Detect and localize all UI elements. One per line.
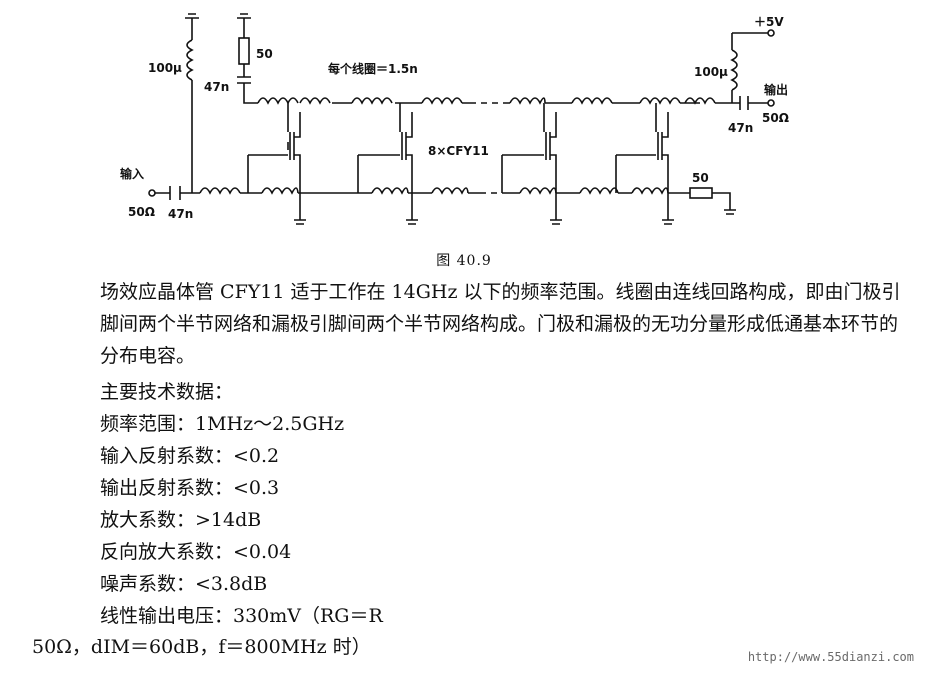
spec-list: 主要技术数据： 频率范围：1MHz～2.5GHz 输入反射系数：<0.2 输出反…: [100, 376, 383, 632]
label-output: 输出: [764, 82, 788, 97]
input-network: [148, 13, 251, 200]
spec-item: 反向放大系数：<0.04: [100, 541, 292, 563]
spec-item: 输出反射系数：<0.3: [100, 477, 280, 499]
label-cap-out: 47n: [728, 121, 753, 135]
label-transistor-note: 8×CFY11: [428, 144, 489, 158]
spec-item: 输入反射系数：<0.2: [100, 445, 280, 467]
figure-caption: 图 40.9: [436, 253, 492, 269]
distributed-amplifier-schematic: 100μ 50 47n 每个线圈＝1.5n 8×CFY11 输入 50Ω 47n…: [120, 13, 789, 225]
body-paragraph: 场效应晶体管 CFY11 适于工作在 14GHz 以下的频率范围。线圈由连线回路…: [100, 281, 901, 367]
watermark: http://www.55dianzi.com: [747, 650, 914, 664]
spec-continuation: 50Ω，dIM＝60dB，f＝800MHz 时）: [32, 636, 371, 658]
spec-item: 噪声系数：<3.8dB: [100, 573, 268, 595]
spec-item: 放大系数：>14dB: [100, 509, 262, 531]
label-res-gate: 50: [256, 47, 273, 61]
spec-heading: 主要技术数据：: [100, 381, 234, 403]
spec-item: 频率范围：1MHz～2.5GHz: [100, 413, 345, 435]
label-coil-note: 每个线圈＝1.5n: [328, 61, 418, 76]
gate-line: [155, 187, 736, 215]
drain-line: [248, 97, 740, 105]
label-input: 输入: [120, 166, 144, 181]
label-cap-gate: 47n: [204, 80, 229, 94]
label-res-term: 50: [692, 171, 709, 185]
label-inductor-out: 100μ: [694, 65, 728, 79]
output-network: [730, 29, 775, 110]
spec-item: 线性输出电压：330mV（RG＝R: [100, 605, 383, 627]
label-input-impedance: 50Ω: [128, 205, 155, 219]
label-cap-in: 47n: [168, 207, 193, 221]
transistors: [247, 103, 674, 225]
label-supply: ＋5V: [754, 15, 784, 29]
label-inductor-in: 100μ: [148, 61, 182, 75]
label-output-impedance: 50Ω: [762, 111, 789, 125]
